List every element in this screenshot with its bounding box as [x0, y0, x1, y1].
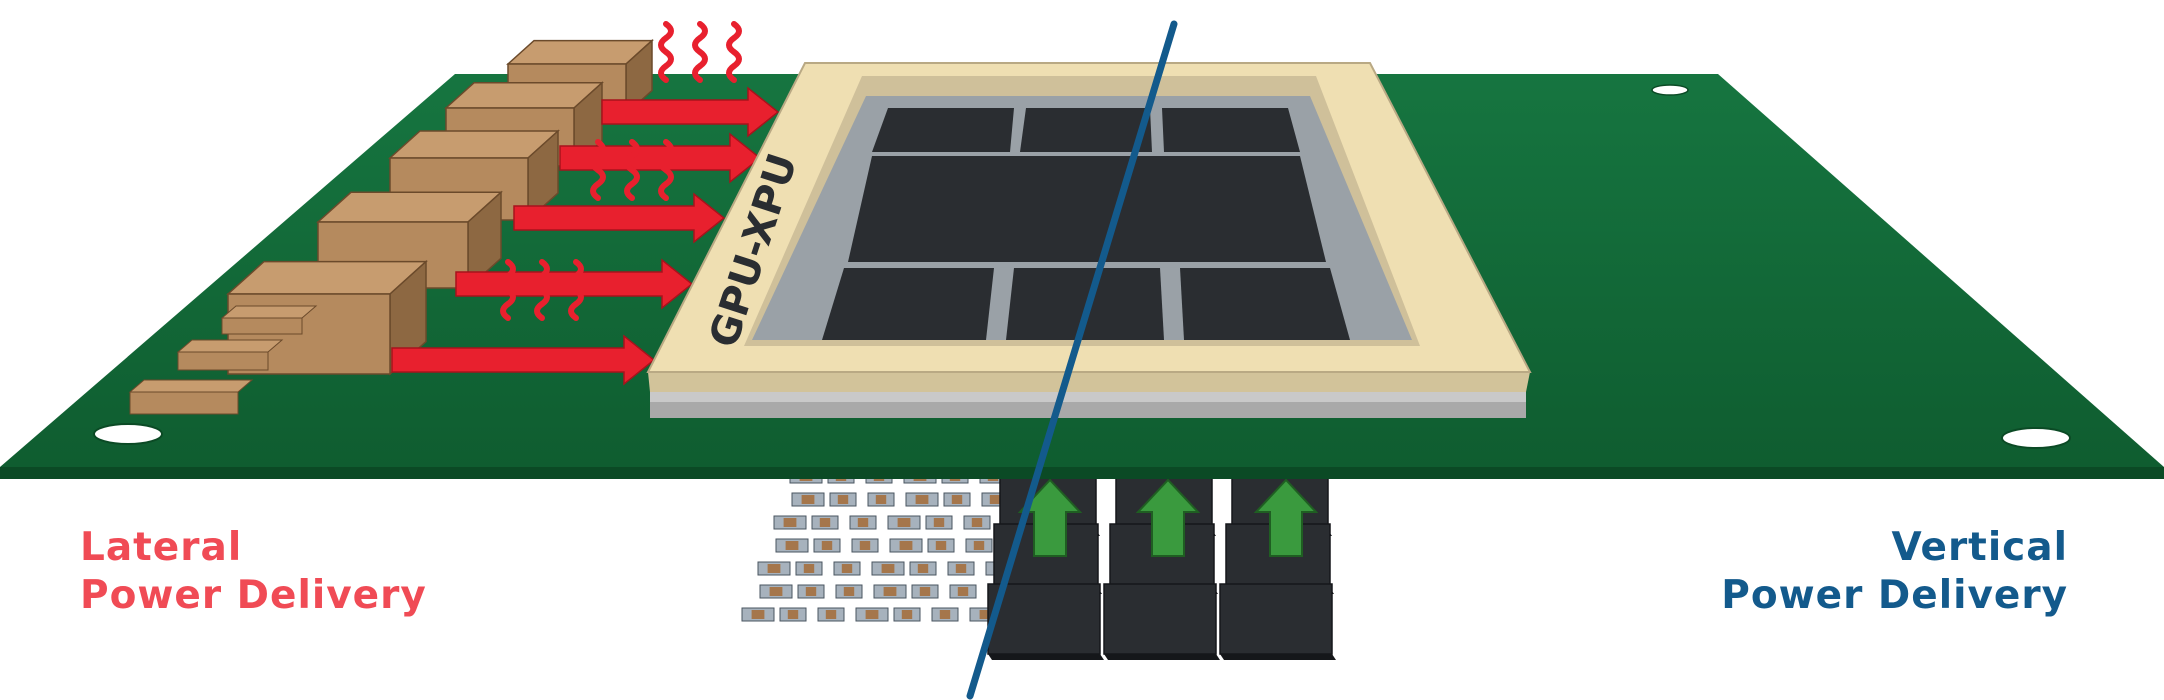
die-tile [1006, 268, 1164, 340]
heat-wave-icon [624, 139, 640, 201]
inductor-top [128, 379, 254, 393]
under-board-components [741, 469, 1336, 660]
power-module [1219, 583, 1333, 655]
capacitor-body [951, 495, 963, 504]
gpu-package: GPU-XPU [646, 62, 1532, 418]
capacitor-body [899, 541, 913, 550]
heat-wave-icon [658, 139, 674, 201]
package-base-top [650, 392, 1526, 402]
power-module-side [1220, 654, 1336, 660]
vertical-caption-line1: Vertical [1891, 525, 2068, 570]
heat-wave-icon [500, 259, 516, 321]
capacitor-body [837, 495, 849, 504]
die-tile [1162, 108, 1300, 152]
heat-wave-icon [658, 21, 674, 83]
capacitor-body [897, 518, 911, 527]
power-module [1103, 583, 1217, 655]
die-tile [822, 268, 994, 340]
power-module-side [1104, 654, 1220, 660]
capacitor-body [957, 587, 969, 596]
capacitor-body [881, 564, 895, 573]
capacitor-body [805, 587, 817, 596]
die-tile [872, 108, 1014, 152]
inductor-top [176, 339, 284, 353]
heat-wave-icon [568, 259, 584, 321]
inductor-front [221, 317, 303, 335]
package-frame-side [648, 372, 1530, 392]
capacitor-body [979, 610, 993, 619]
vertical-power-modules [987, 469, 1336, 660]
lateral-caption-line2: Power Delivery [80, 573, 427, 618]
capacitor-body [971, 518, 983, 527]
inductor-front [129, 391, 239, 415]
capacitor-body [819, 518, 831, 527]
capacitor-body [857, 518, 869, 527]
capacitor-body [769, 587, 783, 596]
mounting-hole [2001, 427, 2071, 449]
capacitor-body [803, 564, 815, 573]
power-module [987, 583, 1101, 655]
capacitor-body [919, 587, 931, 596]
lateral-caption-line1: Lateral [80, 525, 243, 570]
capacitor-body [935, 541, 947, 550]
power-module-side [988, 654, 1104, 660]
capacitor-body [821, 541, 833, 550]
board-edge [0, 467, 2164, 479]
capacitor-body [801, 495, 815, 504]
power-up-arrow-icon [1253, 478, 1319, 557]
capacitor-body [841, 564, 853, 573]
power-up-arrow-icon [1135, 478, 1201, 557]
capacitor-body [843, 587, 855, 596]
capacitor-body [901, 610, 913, 619]
capacitor-body [787, 610, 799, 619]
capacitor-body [917, 564, 929, 573]
capacitor-body [955, 564, 967, 573]
die-tile [1180, 268, 1350, 340]
divider-line [966, 20, 1178, 700]
heat-arrow-icon [391, 334, 656, 386]
capacitor-body [883, 587, 897, 596]
die-tile [1020, 108, 1152, 152]
package-base [650, 402, 1526, 418]
capacitor-body [825, 610, 837, 619]
heat-arrow-icon [513, 192, 726, 244]
die-main [848, 156, 1326, 262]
die-array [822, 108, 1350, 340]
heat-wave-icon [590, 139, 606, 201]
capacitor-body [859, 541, 871, 550]
heat-wave-icon [726, 21, 742, 83]
power-up-arrow-icon [1017, 478, 1083, 557]
capacitor-body [767, 564, 781, 573]
capacitor-body [989, 495, 1001, 504]
inductor-row [128, 38, 654, 415]
heat-arrow-icon [601, 86, 780, 138]
capacitor-body [939, 610, 951, 619]
capacitor-body [933, 518, 945, 527]
inductor-front [177, 351, 269, 371]
capacitor-body [785, 541, 799, 550]
capacitor-body [915, 495, 929, 504]
capacitor-body [865, 610, 879, 619]
mounting-hole [1651, 84, 1689, 96]
vertical-power-delivery-caption: Vertical Power Delivery [1721, 524, 2068, 620]
capacitor-body [751, 610, 765, 619]
capacitor-body [973, 541, 985, 550]
mounting-hole [93, 423, 163, 445]
heat-wave-icon [692, 21, 708, 83]
lateral-power-delivery-caption: Lateral Power Delivery [80, 524, 427, 620]
capacitor-body [875, 495, 887, 504]
vertical-caption-line2: Power Delivery [1721, 573, 2068, 618]
heat-arrows [391, 21, 780, 386]
heat-wave-icon [534, 259, 550, 321]
inductor-top [220, 305, 318, 319]
capacitor-body [783, 518, 797, 527]
